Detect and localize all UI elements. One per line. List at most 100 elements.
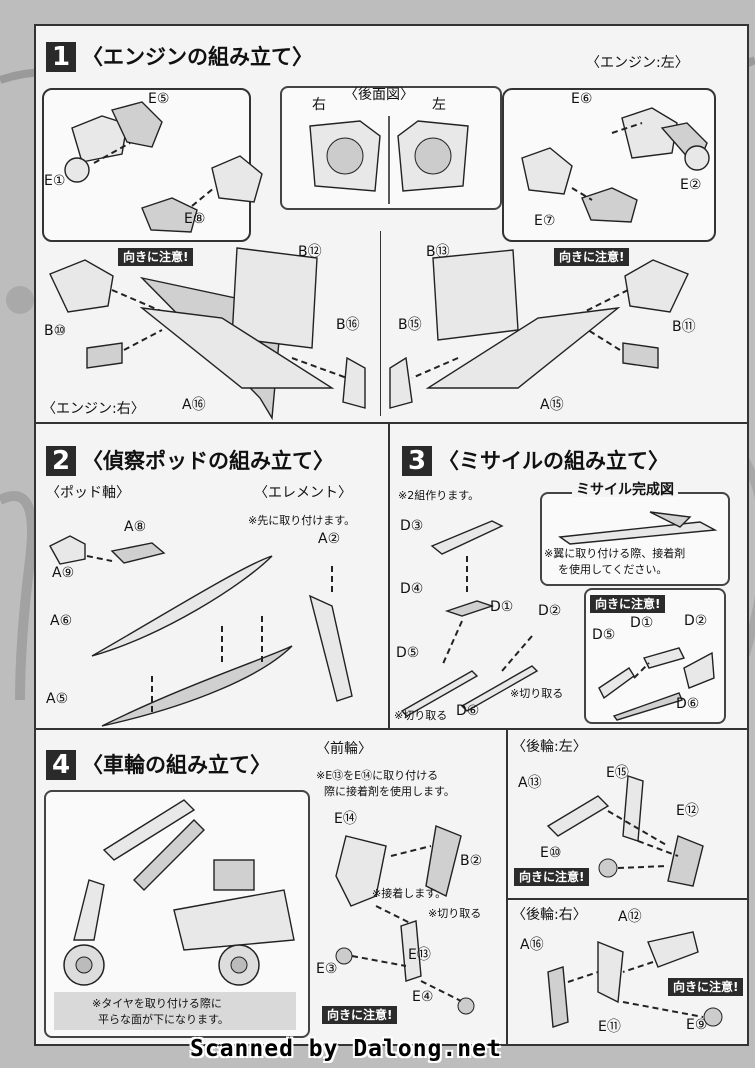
part-label: A⑯ xyxy=(520,937,544,953)
note: ※先に取り付けます。 xyxy=(248,514,356,527)
caution-badge: 向きに注意! xyxy=(590,595,666,613)
part-label: A⑨ xyxy=(52,565,75,581)
rear-left-wheel-art xyxy=(546,775,704,887)
divider xyxy=(36,728,747,730)
note: ※タイヤを取り付ける際に xyxy=(92,997,222,1010)
part-label: B② xyxy=(460,853,483,869)
front-wheel-caption: 〈前輪〉 xyxy=(316,741,372,757)
cut-note: ※切り取る xyxy=(394,709,448,722)
part-label: B⑪ xyxy=(672,319,696,335)
rear-left-caption: 〈後輪:左〉 xyxy=(512,739,587,755)
part-label: D⑥ xyxy=(676,696,700,712)
part-label: E⑭ xyxy=(334,811,357,827)
part-label: E② xyxy=(680,177,702,193)
part-label: E⑪ xyxy=(598,1019,621,1035)
caution-badge: 向きに注意! xyxy=(554,248,630,266)
left-engine-caption: 〈エンジン:右〉 xyxy=(42,401,145,417)
part-label: E⑨ xyxy=(686,1017,708,1033)
part-label: D② xyxy=(684,613,708,629)
step-number: 3 xyxy=(402,446,432,476)
step-number: 4 xyxy=(46,750,76,780)
part-label: D① xyxy=(630,615,654,631)
glue-note: ※接着します。 xyxy=(372,887,447,900)
part-label: A⑬ xyxy=(518,775,542,791)
scanner-credit: Scanned by Dalong.net xyxy=(190,1036,502,1062)
missile-complete-title: ミサイル完成図 xyxy=(572,483,678,497)
rear-right-wheel-art xyxy=(547,931,723,1028)
note: を使用してください。 xyxy=(558,563,668,576)
part-label: D③ xyxy=(400,518,424,534)
step-title: 〈エンジンの組み立て〉 xyxy=(82,45,313,69)
divider xyxy=(506,728,508,1046)
part-label: A⑯ xyxy=(182,397,206,413)
engine-subassembly-art xyxy=(64,101,263,233)
rear-view-title: 〈後面図〉 xyxy=(344,87,414,103)
note: ※翼に取り付ける際、接着剤 xyxy=(544,547,686,560)
part-label: A② xyxy=(318,531,341,547)
right-engine-caption: 〈エンジン:左〉 xyxy=(586,55,689,71)
part-label: E⑮ xyxy=(606,765,629,781)
part-label: B⑫ xyxy=(298,244,322,260)
part-label: E⑩ xyxy=(540,845,562,861)
step-title: 〈車輪の組み立て〉 xyxy=(82,753,271,777)
part-label: E① xyxy=(44,173,66,189)
note: 際に接着剤を使用します。 xyxy=(324,785,455,798)
pod-axis-caption: 〈ポッド軸〉 xyxy=(46,485,130,501)
part-label: E③ xyxy=(316,961,338,977)
missile-complete-art xyxy=(558,511,718,545)
rear-view-art xyxy=(309,116,469,204)
instruction-sheet: 1 〈エンジンの組み立て〉 〈エンジン:左〉 E⑤ E① E⑧ 〈後面図〉 右 … xyxy=(34,24,749,1046)
recon-pod-art xyxy=(49,535,353,727)
cut-note: ※切り取る xyxy=(510,687,564,700)
note: 平らな面が下になります。 xyxy=(98,1013,229,1026)
caution-badge: 向きに注意! xyxy=(118,248,194,266)
part-label: E⑧ xyxy=(184,211,206,227)
part-label: D② xyxy=(538,603,562,619)
part-label: E④ xyxy=(412,989,434,1005)
front-wheel-art xyxy=(335,825,475,1015)
part-label: A⑤ xyxy=(46,691,69,707)
part-label: E⑫ xyxy=(676,803,699,819)
note: ※2組作ります。 xyxy=(398,489,480,502)
step-title: 〈ミサイルの組み立て〉 xyxy=(438,449,669,473)
note: ※E⑬をE⑭に取り付ける xyxy=(316,769,439,782)
part-label: D④ xyxy=(400,581,424,597)
part-label: E⑬ xyxy=(408,947,431,963)
divider xyxy=(36,422,747,424)
wheel-overview-art xyxy=(63,799,295,986)
caution-badge: 向きに注意! xyxy=(514,868,590,886)
caution-badge: 向きに注意! xyxy=(322,1006,398,1024)
part-label: A⑫ xyxy=(618,909,642,925)
part-label: D① xyxy=(490,599,514,615)
divider xyxy=(380,231,381,416)
divider xyxy=(506,898,747,900)
step-title: 〈偵察ポッドの組み立て〉 xyxy=(82,449,334,473)
rear-right-label: 右 xyxy=(312,97,326,113)
missile-assembly-art xyxy=(400,520,539,717)
part-label: D⑤ xyxy=(396,645,420,661)
part-label: B⑯ xyxy=(336,317,360,333)
step-number: 1 xyxy=(46,42,76,72)
right-engine-assembly-art xyxy=(389,249,689,409)
part-label: E⑤ xyxy=(148,91,170,107)
caution-badge: 向きに注意! xyxy=(668,978,744,996)
part-label: A⑧ xyxy=(124,519,147,535)
step-number: 2 xyxy=(46,446,76,476)
tire-note-panel xyxy=(54,992,296,1030)
cut-note: ※切り取る xyxy=(428,907,482,920)
missile-detail-art xyxy=(598,647,715,721)
engine-subassembly-art xyxy=(521,107,710,223)
part-label: D⑥ xyxy=(456,703,480,719)
element-caption: 〈エレメント〉 xyxy=(254,485,352,501)
rear-right-caption: 〈後輪:右〉 xyxy=(512,907,587,923)
part-label: B⑮ xyxy=(398,317,422,333)
part-label: E⑦ xyxy=(534,213,556,229)
part-label: A⑥ xyxy=(50,613,73,629)
part-label: A⑮ xyxy=(540,397,564,413)
part-label: B⑬ xyxy=(426,244,450,260)
part-label: D⑤ xyxy=(592,627,616,643)
left-engine-assembly-art xyxy=(49,247,366,421)
divider xyxy=(388,422,390,728)
part-label: E⑥ xyxy=(571,91,593,107)
part-label: B⑩ xyxy=(44,323,67,339)
